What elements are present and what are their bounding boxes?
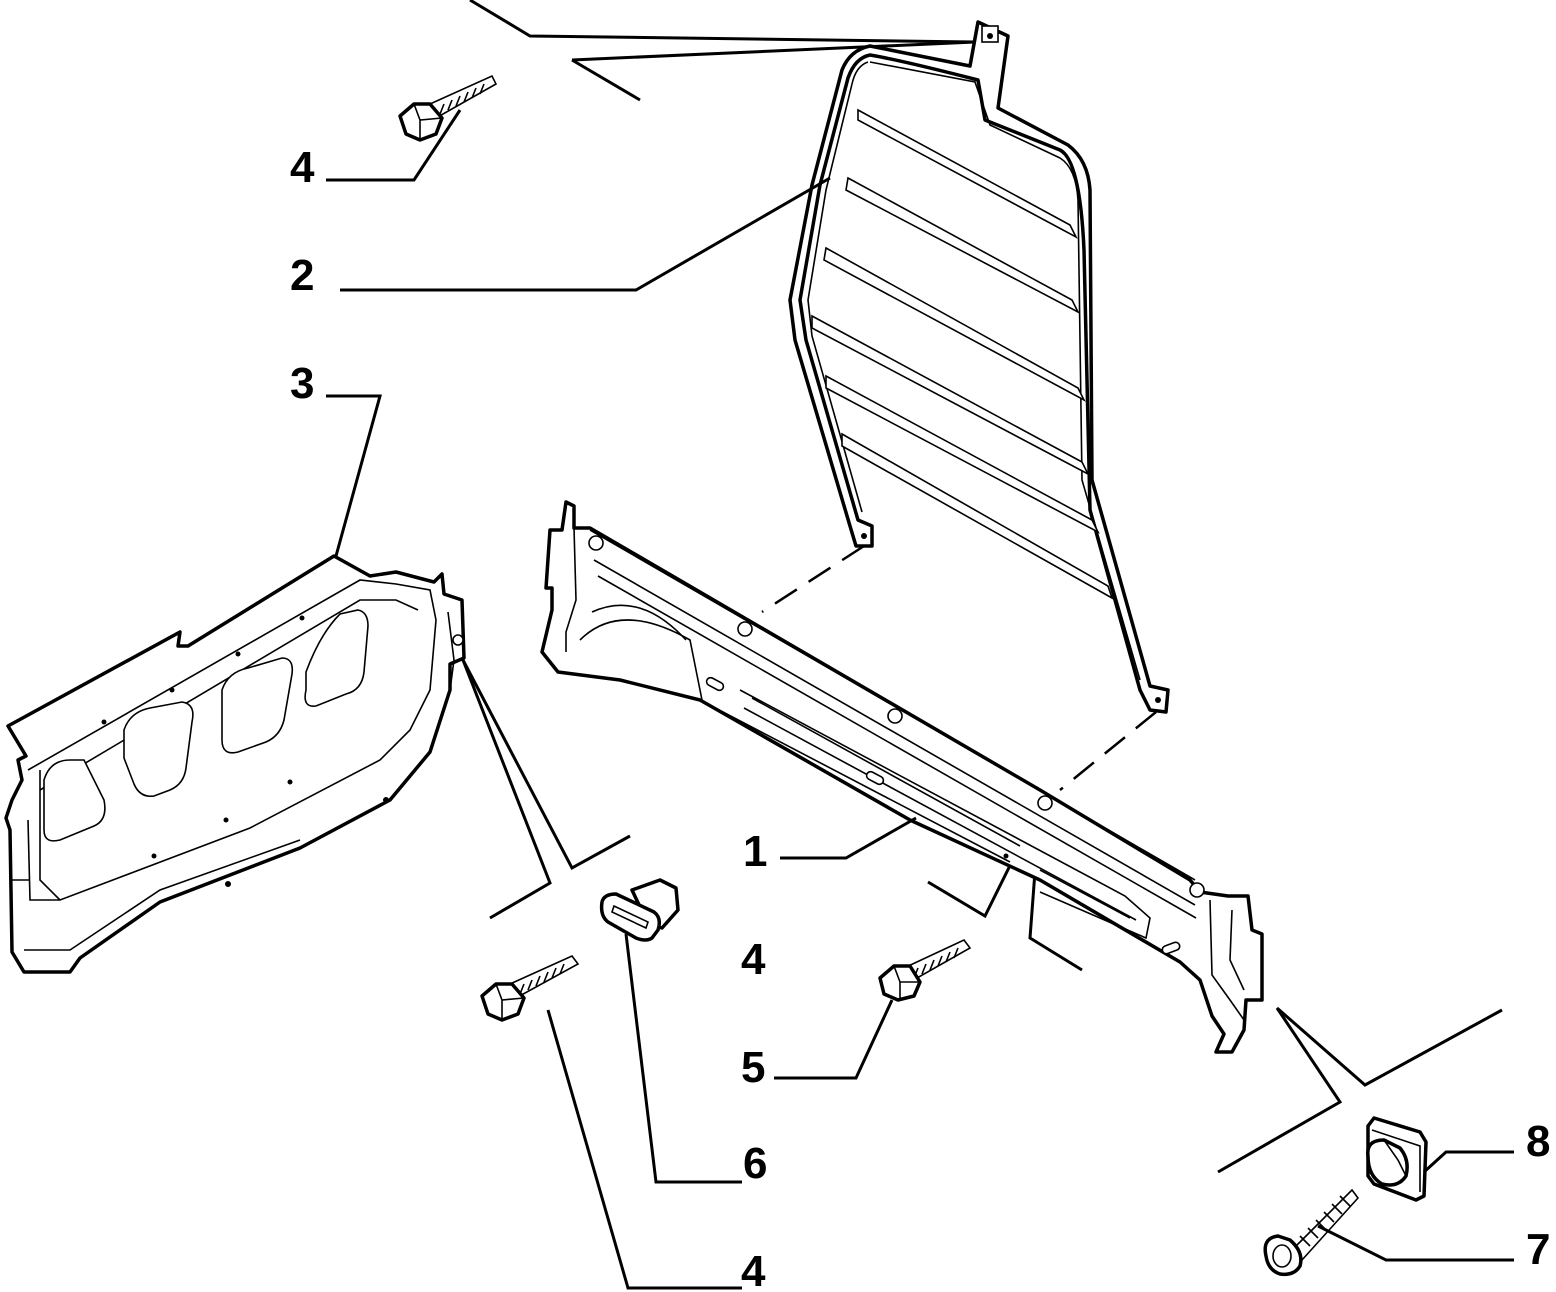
partition-grille [788, 20, 1170, 714]
clip-icon [599, 878, 680, 942]
callout-3: 3 [290, 359, 314, 408]
callouts: 4 2 3 1 4 5 6 4 8 7 [290, 143, 1550, 1292]
callout-5: 5 [741, 1043, 765, 1092]
side-panel [4, 554, 466, 974]
nut-clip-icon [1366, 1116, 1428, 1202]
screw-icon [480, 955, 580, 1022]
callout-4-mid: 4 [741, 935, 766, 984]
callout-8: 8 [1526, 1117, 1550, 1166]
callout-1: 1 [743, 827, 767, 876]
screw-icon [1263, 1188, 1360, 1277]
fixing-dash-lines [761, 544, 1157, 791]
callout-6: 6 [743, 1139, 767, 1188]
screw-icon [878, 939, 972, 1002]
cross-member-panel [540, 500, 1264, 1054]
callout-2: 2 [290, 251, 314, 300]
callout-4-top: 4 [290, 143, 315, 192]
screw-icon [398, 74, 498, 142]
leader-lines [326, 109, 1514, 1290]
callout-4-bottom: 4 [741, 1247, 766, 1292]
callout-7: 7 [1526, 1225, 1550, 1274]
